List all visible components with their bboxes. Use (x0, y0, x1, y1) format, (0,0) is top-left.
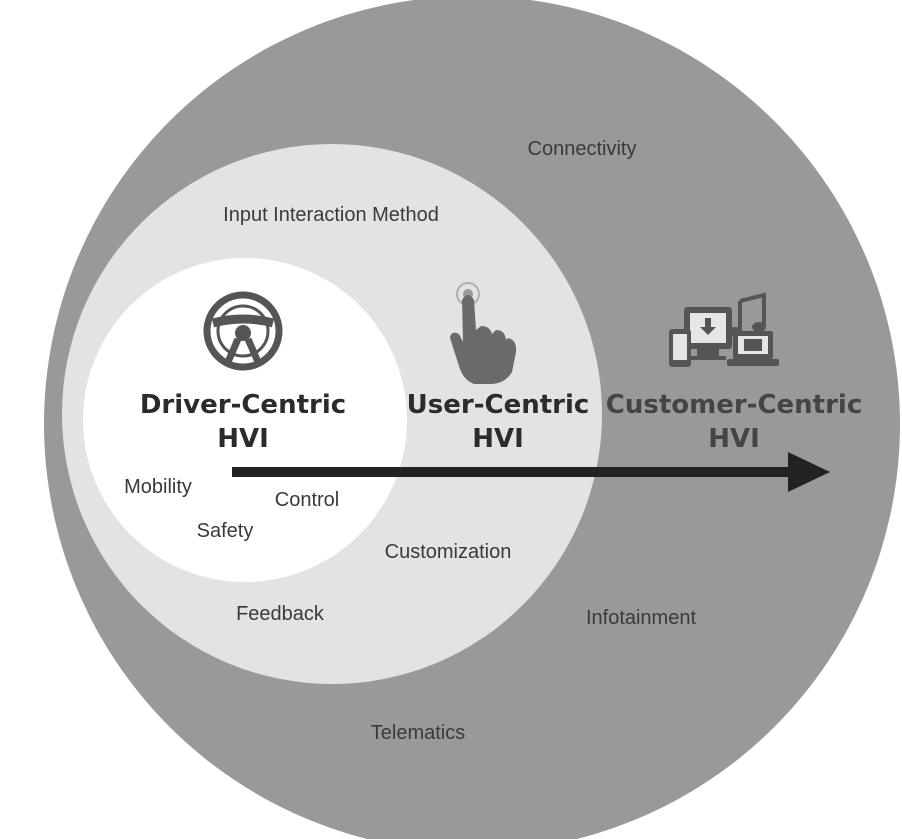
user-centric-hvi: HVI (472, 424, 524, 454)
label-telematics: Telematics (371, 722, 465, 744)
label-customization: Customization (385, 541, 512, 563)
driver-centric-title: Driver-Centric (140, 390, 346, 420)
user-centric-title: User-Centric (407, 390, 590, 420)
label-feedback: Feedback (236, 603, 325, 625)
driver-centric-hvi: HVI (217, 424, 269, 454)
progression-arrow (232, 452, 830, 492)
inner-circle (83, 258, 407, 582)
label-control: Control (275, 489, 339, 511)
touch-hand-icon (450, 282, 517, 384)
label-mobility: Mobility (124, 476, 192, 498)
label-connectivity: Connectivity (528, 138, 637, 160)
arrow-head (788, 452, 830, 492)
label-infotainment: Infotainment (586, 607, 697, 629)
customer-centric-title: Customer-Centric (606, 390, 863, 420)
arrow-shaft (232, 467, 792, 477)
label-input-interaction: Input Interaction Method (223, 204, 439, 226)
steering-wheel-icon (203, 291, 283, 371)
label-safety: Safety (197, 520, 254, 542)
customer-centric-hvi: HVI (708, 424, 760, 454)
media-devices-icon (669, 292, 779, 367)
